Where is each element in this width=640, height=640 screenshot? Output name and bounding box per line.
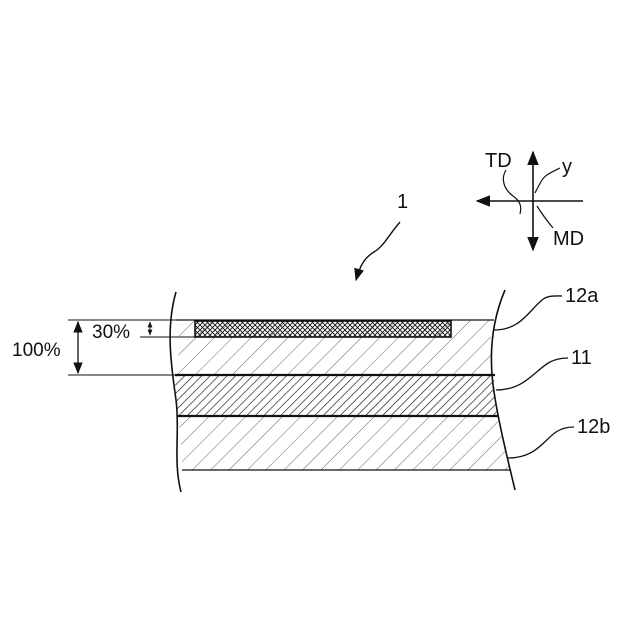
leader-11 — [496, 358, 568, 390]
layer-12b — [178, 416, 511, 470]
leader-12a — [494, 296, 562, 330]
leader-12b — [508, 427, 574, 458]
label-td: TD — [485, 150, 512, 172]
layer-11 — [175, 375, 497, 416]
leader-y — [535, 168, 560, 193]
label-12b: 12b — [577, 416, 610, 438]
leader-td — [503, 170, 520, 214]
label-12a: 12a — [565, 285, 599, 307]
label-30-percent: 30% — [92, 322, 130, 343]
label-md: MD — [553, 228, 584, 250]
leader-arrow-1 — [356, 222, 400, 280]
leader-md — [537, 206, 553, 228]
label-y: y — [562, 156, 572, 178]
label-11: 11 — [571, 347, 592, 369]
label-100-percent: 100% — [12, 340, 61, 361]
partial-region-30-percent — [195, 321, 451, 337]
ref-numeral-1: 1 — [397, 191, 408, 213]
